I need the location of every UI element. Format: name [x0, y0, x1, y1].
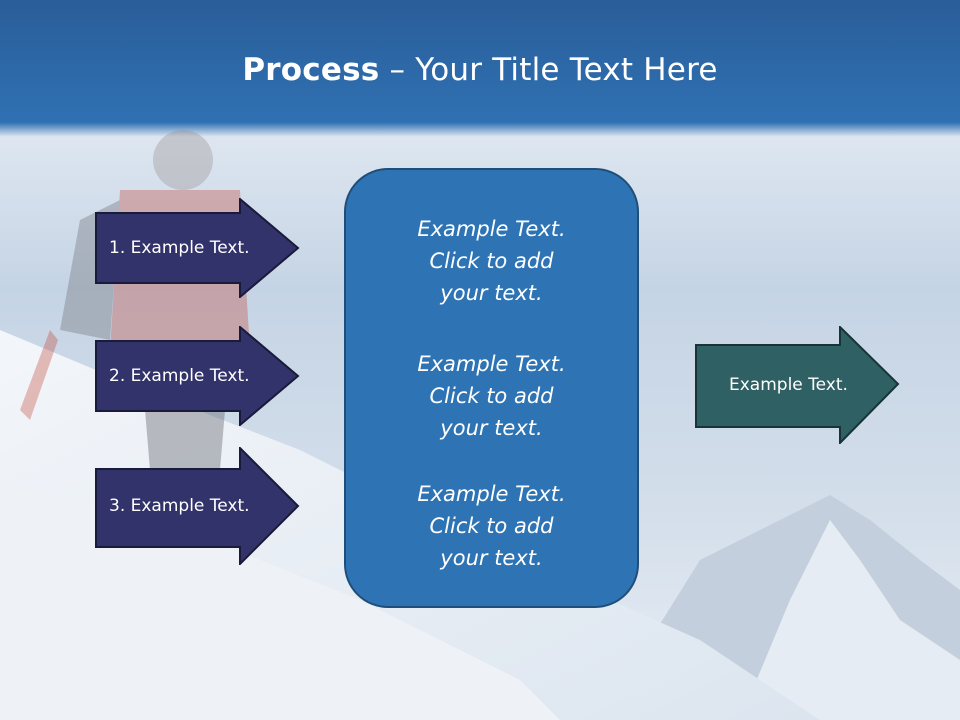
step-label-3: 3. Example Text.: [109, 496, 250, 516]
text-block-3-line2: Click to add: [429, 514, 554, 538]
slide-title: Process – Your Title Text Here: [0, 52, 960, 88]
result-arrow[interactable]: Example Text.: [695, 326, 900, 444]
text-block-2-line3: your text.: [440, 416, 543, 440]
step-label-2: 2. Example Text.: [109, 366, 250, 386]
step-arrow-2[interactable]: 2. Example Text.: [95, 326, 300, 426]
text-block-1-line3: your text.: [440, 281, 543, 305]
text-block-1-line2: Click to add: [429, 249, 554, 273]
text-block-2-line1: Example Text.: [417, 352, 566, 376]
step-arrow-1[interactable]: 1. Example Text.: [95, 198, 300, 298]
title-rest: – Your Title Text Here: [379, 52, 718, 88]
text-block-3: Example Text. Click to add your text.: [346, 478, 637, 574]
arrow-shape: [95, 447, 300, 565]
arrow-shape: [695, 326, 900, 444]
text-block-1-line1: Example Text.: [417, 217, 566, 241]
step-arrow-3[interactable]: 3. Example Text.: [95, 447, 300, 565]
text-block-2-line2: Click to add: [429, 384, 554, 408]
arrow-shape: [95, 326, 300, 426]
text-block-3-line1: Example Text.: [417, 482, 566, 506]
result-label: Example Text.: [729, 375, 848, 395]
text-block-1: Example Text. Click to add your text.: [346, 213, 637, 309]
text-block-2: Example Text. Click to add your text.: [346, 348, 637, 444]
center-text-box[interactable]: Example Text. Click to add your text. Ex…: [344, 168, 639, 608]
text-block-3-line3: your text.: [440, 546, 543, 570]
arrow-shape: [95, 198, 300, 298]
title-bold: Process: [242, 52, 380, 88]
step-label-1: 1. Example Text.: [109, 238, 250, 258]
